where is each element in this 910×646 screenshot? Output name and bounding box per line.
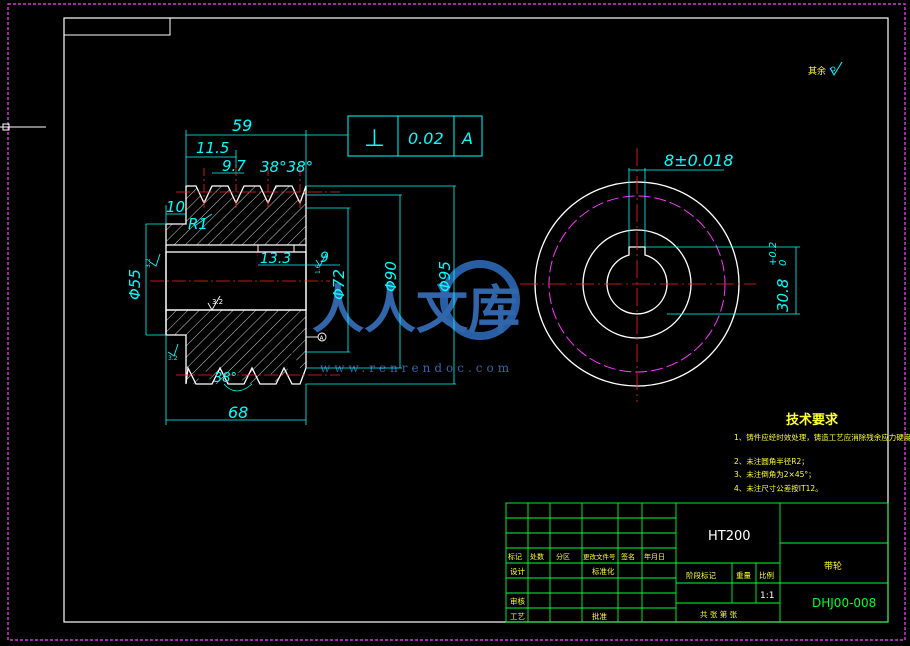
tb-row-design: 设计 <box>510 566 525 576</box>
datum-marker: A <box>320 335 325 342</box>
end-view: 8±0.018 30.8 +0.2 0 <box>520 148 800 402</box>
dim-keyway-tol-upper: +0.2 <box>768 242 779 266</box>
tb-weight: 重量 <box>736 571 751 580</box>
tb-row-process: 工艺 <box>510 612 525 621</box>
title-block-texts: HT200 带轮 DHJ00-008 1:1 阶段标记 重量 比例 共 张 第 … <box>508 529 876 621</box>
tb-row-standard: 标准化 <box>592 566 615 576</box>
tech-item-1: 1、铸件应经时效处理，铸造工艺应消除残余应力硬度190~220HB。 <box>734 432 910 442</box>
tb-drawing-no: DHJ00-008 <box>812 596 876 610</box>
tech-title: 技术要求 <box>786 412 839 428</box>
watermark-url: www.renrendoc.com <box>320 361 513 375</box>
tolerance-symbol: ⊥ <box>364 124 385 152</box>
dim-phi55: Φ55 <box>126 269 144 300</box>
watermark: 人人文库 www.renrendoc.com <box>312 260 520 375</box>
tb-header-1: 处数 <box>530 552 544 561</box>
dim-keyway: 8±0.018 <box>664 151 733 170</box>
dimension-lines <box>145 130 456 425</box>
tb-header-0: 标记 <box>508 552 522 561</box>
dim-59: 59 <box>232 116 252 135</box>
corner-roughness-note: 其余 <box>808 61 843 77</box>
tb-stage-mark: 阶段标记 <box>686 570 716 580</box>
dim-phi90: Φ90 <box>382 261 400 292</box>
dim-angle-bottom: 38° <box>214 371 237 386</box>
tb-row-approve: 批准 <box>592 611 607 621</box>
dim-keyway-depth: 30.8 <box>774 279 792 312</box>
tolerance-datum: A <box>461 129 473 148</box>
roughness-value: 3.2 <box>212 298 223 306</box>
tech-item-2: 2、未注圆角半径R2； <box>734 456 809 466</box>
tb-header-2: 分区 <box>556 552 570 561</box>
tb-header-3: 更改文件号 <box>583 552 616 561</box>
roughness-value-mid: 1.6 <box>315 264 322 274</box>
tech-item-4: 4、未注尺寸公差按IT12。 <box>734 483 823 493</box>
tb-header-5: 年月日 <box>644 552 665 561</box>
dimension-texts: 59 11.5 9.7 38°38° 10 R1 13.3 9 Φ55 Φ72 … <box>126 116 454 422</box>
tolerance-frame: ⊥ 0.02 A <box>347 115 483 157</box>
dim-phi95: Φ95 <box>436 261 454 292</box>
dim-angles-top: 38°38° <box>260 158 313 176</box>
corner-note-text: 其余 <box>808 65 826 77</box>
dim-r1: R1 <box>188 215 208 233</box>
dim-68: 68 <box>228 403 248 422</box>
dim-11-5: 11.5 <box>196 139 229 157</box>
tech-item-3: 3、未注倒角为2×45°； <box>734 469 816 479</box>
tb-sheets: 共 张 第 张 <box>700 609 738 619</box>
roughness-value-bottom: 3.2 <box>168 355 178 362</box>
tolerance-value: 0.02 <box>408 129 444 148</box>
section-view: 3.2 3.2 3.2 1.6 A <box>145 168 340 385</box>
dim-13-3: 13.3 <box>260 251 291 267</box>
dim-9-7: 9.7 <box>222 157 246 175</box>
tb-ratio: 比例 <box>759 570 774 580</box>
dim-9: 9 <box>320 250 329 266</box>
tb-scale: 1:1 <box>760 591 774 601</box>
technical-requirements: 技术要求 1、铸件应经时效处理，铸造工艺应消除残余应力硬度190~220HB。 … <box>734 412 910 493</box>
dim-keyway-tol-lower: 0 <box>778 260 789 266</box>
tb-header-4: 签名 <box>621 552 635 561</box>
tb-part-name: 带轮 <box>824 560 842 572</box>
drawing-frame <box>0 3 906 641</box>
dim-phi72: Φ72 <box>330 269 348 300</box>
title-block <box>505 502 889 623</box>
tb-row-review: 审核 <box>510 596 525 606</box>
tb-material: HT200 <box>708 529 751 544</box>
watermark-text: 人人文库 <box>312 280 520 341</box>
dim-10: 10 <box>166 198 185 216</box>
roughness-value-left: 3.2 <box>145 258 152 268</box>
